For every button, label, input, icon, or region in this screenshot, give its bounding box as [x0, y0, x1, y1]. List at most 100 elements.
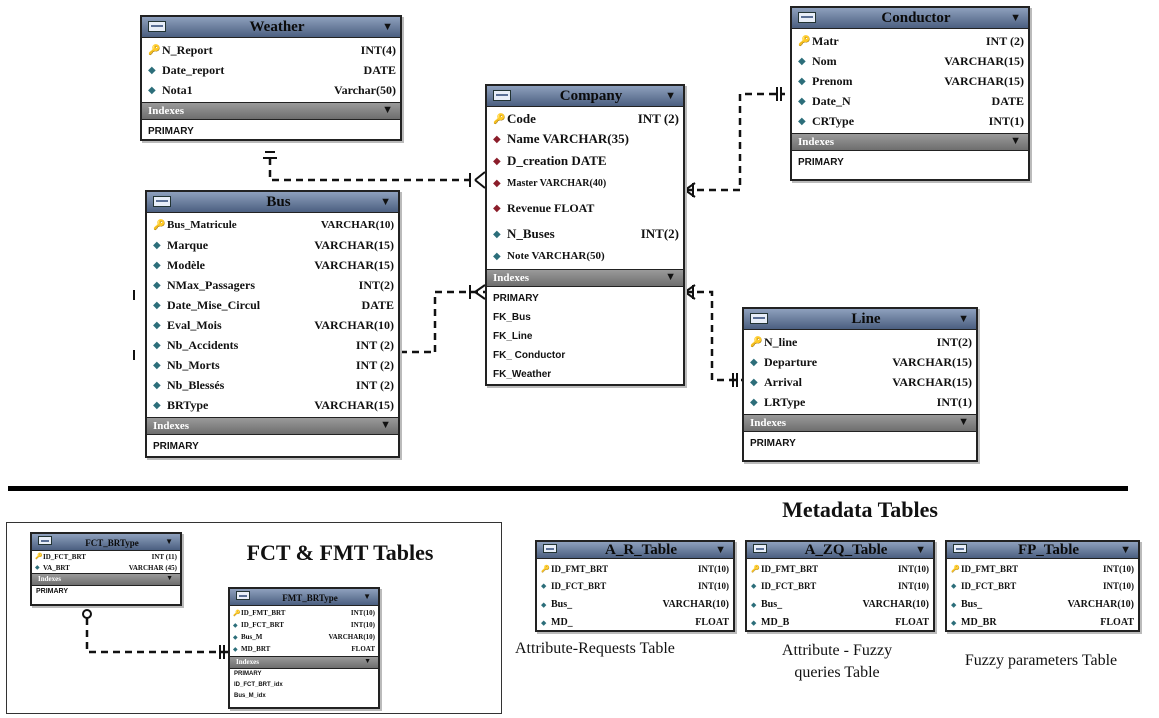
field-row[interactable]: ◆Name VARCHAR(35) — [493, 129, 679, 149]
chevron-down-icon[interactable]: ▼ — [958, 313, 969, 325]
field-row[interactable]: ◆Revenue FLOAT — [493, 193, 679, 223]
chevron-down-icon[interactable]: ▼ — [715, 544, 726, 556]
index-item[interactable]: PRIMARY — [36, 588, 69, 595]
index-item[interactable]: PRIMARY — [798, 157, 844, 168]
indexes-header[interactable]: Indexes▼ — [147, 417, 398, 435]
table-header[interactable]: FCT_BRType ▼ — [32, 534, 180, 551]
field-row[interactable]: ◆Note VARCHAR(50) — [493, 245, 679, 267]
chevron-down-icon[interactable]: ▼ — [364, 657, 371, 665]
table-header[interactable]: A_ZQ_Table ▼ — [747, 542, 933, 559]
table-header[interactable]: A_R_Table ▼ — [537, 542, 733, 559]
indexes-header[interactable]: Indexes▼ — [487, 269, 683, 287]
index-item[interactable]: FK_ Conductor — [493, 350, 566, 361]
table-header[interactable]: Conductor ▼ — [792, 8, 1028, 29]
indexes-header[interactable]: Indexes▼ — [142, 102, 400, 120]
indexes-header[interactable]: Indexes▼ — [230, 656, 378, 669]
chevron-down-icon[interactable]: ▼ — [1010, 12, 1021, 24]
field-row[interactable]: ◆Bus_VARCHAR(10) — [541, 594, 729, 614]
table-header[interactable]: FMT_BRType ▼ — [230, 589, 378, 606]
chevron-down-icon[interactable]: ▼ — [382, 104, 393, 116]
table-header[interactable]: Bus ▼ — [147, 192, 398, 213]
table-header[interactable]: Company ▼ — [487, 86, 683, 107]
chevron-down-icon[interactable]: ▼ — [363, 592, 371, 601]
chevron-down-icon[interactable]: ▼ — [915, 544, 926, 556]
indexes-header[interactable]: Indexes▼ — [744, 414, 976, 432]
index-item[interactable]: PRIMARY — [153, 441, 199, 452]
index-item[interactable]: Bus_M_idx — [234, 693, 266, 699]
index-item[interactable]: PRIMARY — [148, 126, 194, 137]
field-row[interactable]: ◆D_creation DATE — [493, 149, 679, 173]
chevron-down-icon[interactable]: ▼ — [165, 537, 173, 546]
chevron-down-icon[interactable]: ▼ — [380, 419, 391, 431]
table-header[interactable]: Line ▼ — [744, 309, 976, 330]
index-item[interactable]: FK_Bus — [493, 312, 531, 323]
chevron-down-icon[interactable]: ▼ — [1010, 135, 1021, 147]
chevron-down-icon[interactable]: ▼ — [166, 574, 173, 582]
indexes-header[interactable]: Indexes▼ — [792, 133, 1028, 151]
index-item[interactable]: PRIMARY — [493, 293, 539, 304]
chevron-down-icon[interactable]: ▼ — [382, 21, 393, 33]
chevron-down-icon[interactable]: ▼ — [665, 271, 676, 283]
field-row[interactable]: ◆Bus_VARCHAR(10) — [951, 594, 1134, 614]
field-row[interactable]: ◆Bus_VARCHAR(10) — [751, 594, 929, 614]
chevron-down-icon[interactable]: ▼ — [665, 90, 676, 102]
chevron-down-icon[interactable]: ▼ — [1120, 544, 1131, 556]
table-header[interactable]: Weather ▼ — [142, 17, 400, 38]
chevron-down-icon[interactable]: ▼ — [380, 196, 391, 208]
index-item[interactable]: PRIMARY — [234, 671, 262, 677]
index-item[interactable]: FK_Line — [493, 331, 533, 342]
indexes-header[interactable]: Indexes▼ — [32, 573, 180, 586]
table-header[interactable]: FP_Table ▼ — [947, 542, 1138, 559]
chevron-down-icon[interactable]: ▼ — [958, 416, 969, 428]
index-item[interactable]: FK_Weather — [493, 369, 552, 380]
index-item[interactable]: ID_FCT_BRT_idx — [234, 682, 283, 688]
index-item[interactable]: PRIMARY — [750, 438, 796, 449]
